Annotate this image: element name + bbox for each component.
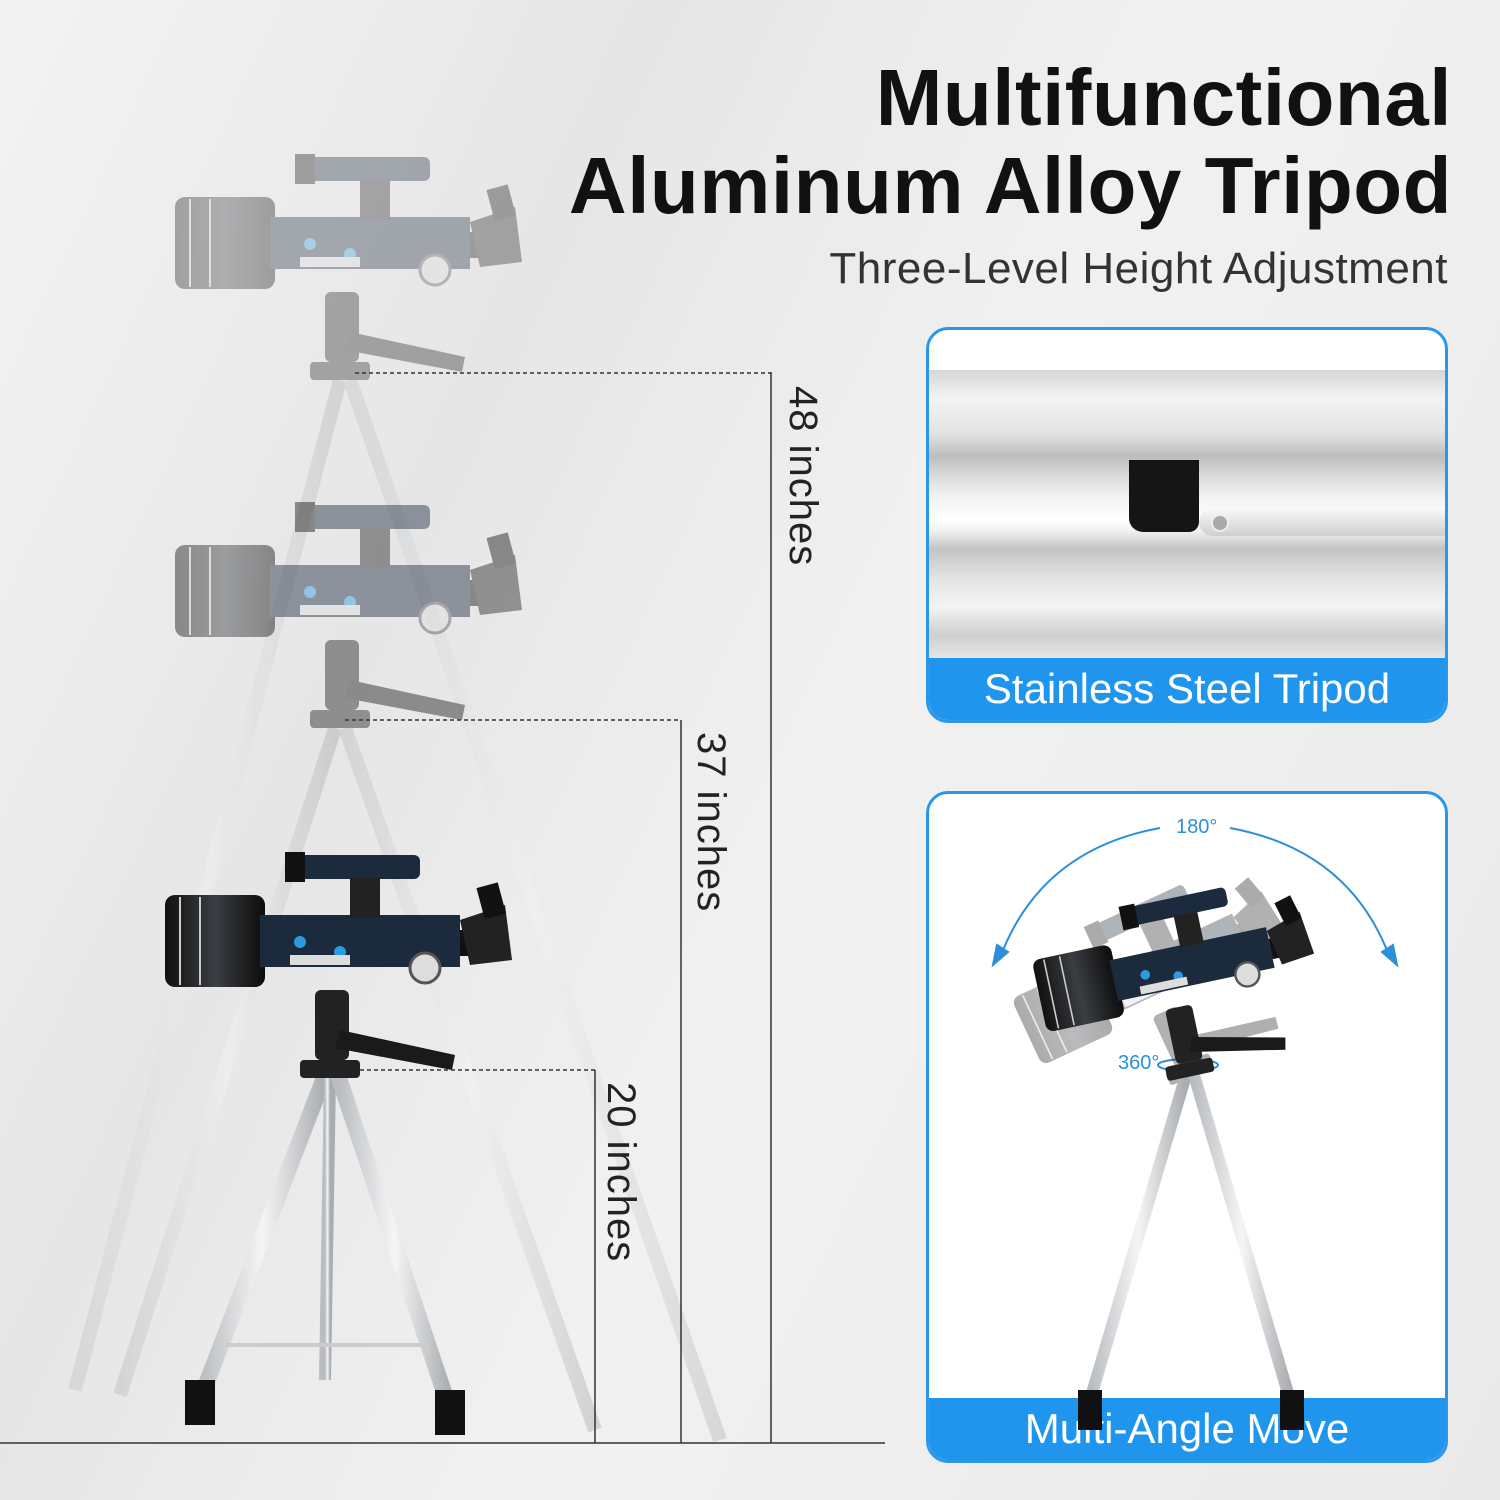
- leg-clamp: [1129, 460, 1199, 532]
- telescope-20-inch: [163, 850, 514, 1435]
- dimension-lines: [0, 372, 885, 1444]
- height-label-48: 48 inches: [781, 386, 825, 567]
- height-label-37: 37 inches: [689, 732, 733, 913]
- screw-icon: [1211, 514, 1229, 532]
- feature-card-tripod: Stainless Steel Tripod: [926, 327, 1448, 723]
- rotation-180-label: 180°: [1176, 816, 1218, 838]
- card-caption-stainless: Stainless Steel Tripod: [929, 658, 1445, 720]
- tripod-leg-closeup-image: [929, 370, 1445, 658]
- title-line-2: Aluminum Alloy Tripod: [568, 141, 1452, 230]
- title-line-1: Multifunctional: [875, 53, 1452, 142]
- rotation-360-label: 360°: [1118, 1052, 1160, 1074]
- height-label-20: 20 inches: [599, 1082, 643, 1263]
- feature-card-multi-angle: Multi-Angle Move: [926, 791, 1448, 1463]
- leg-brace: [1199, 508, 1445, 536]
- subtitle: Three-Level Height Adjustment: [829, 244, 1448, 293]
- card-caption-multi-angle: Multi-Angle Move: [929, 1398, 1445, 1460]
